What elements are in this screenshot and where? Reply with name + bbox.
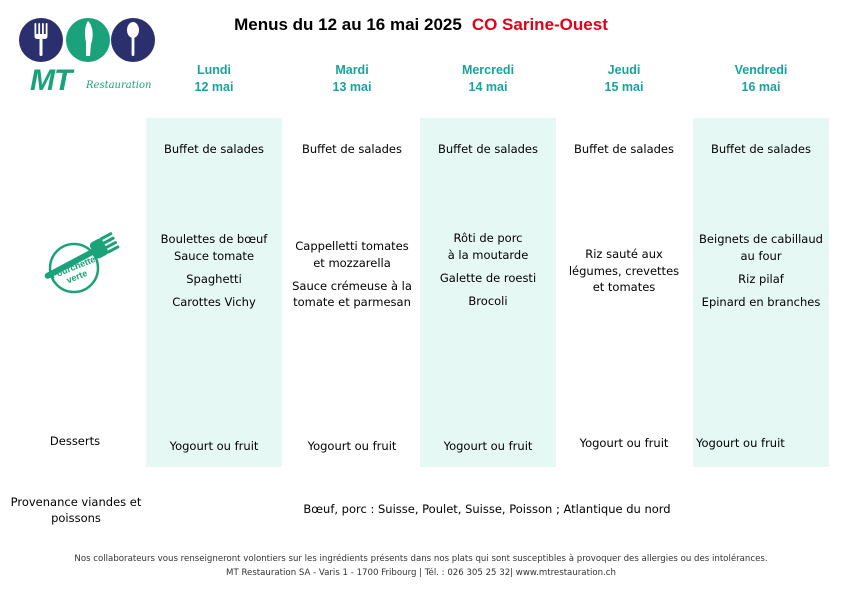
main-cell: Rôti de porc à la moutarde Galette de ro… [420, 230, 556, 309]
provenance-label-line: poissons [51, 511, 101, 525]
dish-line: Galette de roesti [439, 270, 537, 285]
provenance-text: Bœuf, porc : Suisse, Poulet, Suisse, Poi… [303, 502, 671, 516]
page-title: Menus du 12 au 16 mai 2025 CO Sarine-Oues… [0, 15, 842, 35]
day-name: Mercredi [461, 63, 515, 77]
dessert-cell: Yogourt ou fruit [696, 436, 785, 450]
menu-column-mardi: Buffet de salades Cappelletti tomates et… [284, 118, 420, 467]
dessert-cell: Yogourt ou fruit [443, 439, 533, 453]
allergy-notice: Nos collaborateurs vous renseigneront vo… [74, 554, 768, 564]
menu-column-lundi: Buffet de salades Boulettes de bœuf Sauc… [146, 118, 282, 467]
main-cell: Cappelletti tomates et mozzarella Sauce … [284, 238, 420, 311]
day-date: 15 mai [604, 80, 644, 94]
day-date: 14 mai [468, 80, 508, 94]
salad-cell: Buffet de salades [301, 142, 403, 156]
day-date: 12 mai [194, 80, 234, 94]
dish-line: Boulettes de bœuf [160, 232, 268, 246]
dish-line: et tomates [592, 280, 656, 294]
dish-line: Epinard en branches [701, 294, 821, 309]
dessert-cell: Yogourt ou fruit [169, 439, 259, 453]
day-name: Mardi [335, 63, 369, 77]
dish-line: tomate et parmesan [293, 295, 411, 309]
dish-line: Riz sauté aux [585, 247, 663, 261]
title-text: Menus du 12 au 16 mai 2025 [234, 15, 462, 34]
dish-line: au four [740, 248, 782, 263]
desserts-label: Desserts [49, 434, 101, 448]
logo: MT Restauration [16, 12, 156, 98]
salad-cell: Buffet de salades [573, 142, 675, 156]
knife-icon [84, 21, 93, 56]
day-name: Jeudi [607, 63, 641, 77]
provenance-label-line: Provenance viandes et [10, 495, 142, 509]
logo-circles [19, 18, 155, 62]
dish-line: Carottes Vichy [172, 294, 256, 309]
dish-line: Cappelletti tomates [295, 239, 409, 253]
dish-line: et mozzarella [313, 255, 391, 270]
day-header-mardi: Mardi 13 mai [284, 62, 420, 96]
provenance-label: Provenance viandes et poissons [4, 494, 148, 526]
logo-word: Restauration [86, 80, 152, 91]
day-name: Vendredi [734, 63, 788, 77]
menu-column-vendredi: Buffet de salades Beignets de cabillaud … [693, 118, 829, 467]
dish-line: Sauce tomate [173, 248, 255, 263]
spoon-icon [127, 22, 139, 56]
dessert-cell: Yogourt ou fruit [579, 436, 669, 450]
fourchette-verte-badge: Fourchette verte [34, 228, 124, 296]
salad-cell: Buffet de salades [163, 142, 265, 156]
menu-column-mercredi: Buffet de salades Rôti de porc à la mout… [420, 118, 556, 467]
salad-cell: Buffet de salades [437, 142, 539, 156]
main-cell: Riz sauté aux légumes, crevettes et toma… [556, 246, 692, 296]
dish-line: Beignets de cabillaud [699, 232, 823, 246]
main-cell: Beignets de cabillaud au four Riz pilaf … [693, 231, 829, 310]
dish-line: à la moutarde [447, 247, 529, 262]
dish-line: Sauce crémeuse à la [292, 278, 412, 293]
dish-line: Rôti de porc [453, 231, 523, 245]
dessert-cell: Yogourt ou fruit [307, 439, 397, 453]
day-date: 13 mai [332, 80, 372, 94]
fork-icon [34, 23, 48, 56]
day-header-vendredi: Vendredi 16 mai [693, 62, 829, 96]
main-cell: Boulettes de bœuf Sauce tomate Spaghetti… [146, 231, 282, 310]
company-info: MT Restauration SA - Varis 1 - 1700 Frib… [226, 568, 616, 578]
dish-line: légumes, crevettes [568, 263, 680, 278]
day-name: Lundi [196, 63, 231, 77]
day-date: 16 mai [741, 80, 781, 94]
day-header-jeudi: Jeudi 15 mai [556, 62, 692, 96]
dish-line: Brocoli [468, 293, 508, 308]
dish-line: Riz pilaf [738, 271, 784, 286]
dish-line: Spaghetti [186, 271, 242, 286]
logo-letters: MT [30, 64, 72, 97]
site-name: CO Sarine-Ouest [471, 15, 608, 34]
day-header-lundi: Lundi 12 mai [146, 62, 282, 96]
green-fork-icon [44, 232, 120, 294]
day-header-mercredi: Mercredi 14 mai [420, 62, 556, 96]
salad-cell: Buffet de salades [710, 142, 812, 156]
menu-column-jeudi: Buffet de salades Riz sauté aux légumes,… [556, 118, 692, 467]
